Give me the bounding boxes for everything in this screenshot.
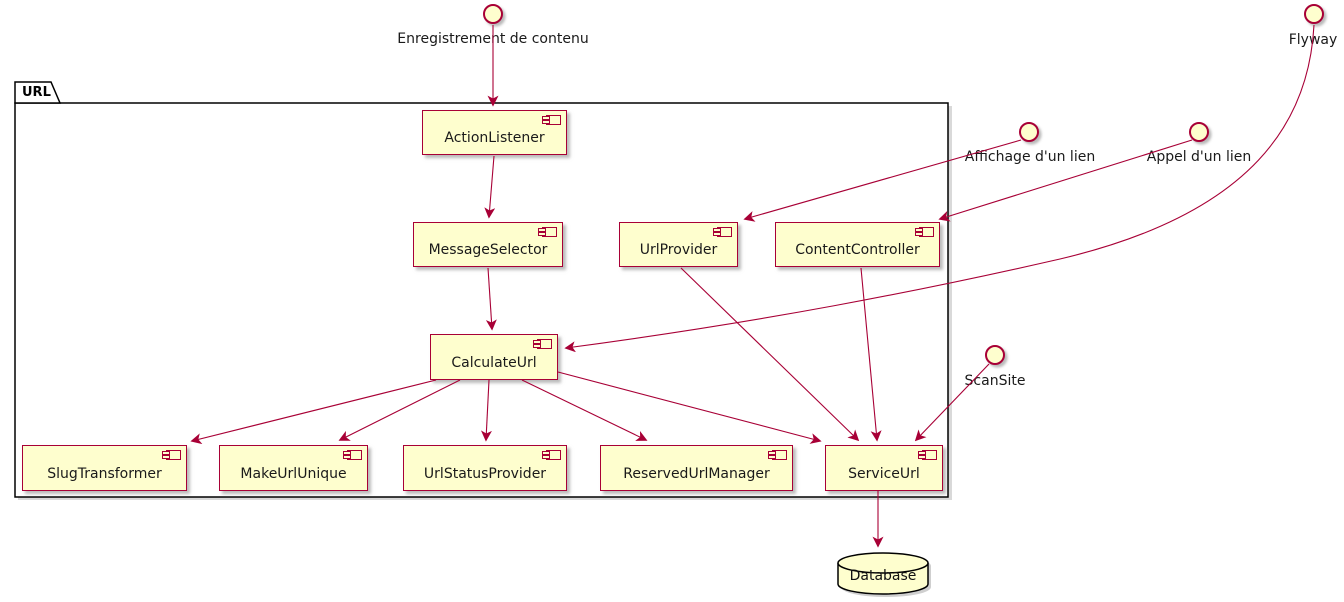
interface-circle-affichage[interactable] <box>1019 122 1039 142</box>
interface-label-enregistrement: Enregistrement de contenu <box>397 31 589 47</box>
component-url-status-provider[interactable]: UrlStatusProvider <box>403 445 567 491</box>
component-icon <box>768 450 787 460</box>
interface-label-appel: Appel d'un lien <box>1146 149 1252 165</box>
interface-circle-scansite[interactable] <box>985 345 1005 365</box>
component-icon <box>915 227 934 237</box>
component-slug-transformer[interactable]: SlugTransformer <box>22 445 187 491</box>
component-label: ReservedUrlManager <box>623 466 770 482</box>
component-label: UrlStatusProvider <box>423 466 547 482</box>
component-make-url-unique[interactable]: MakeUrlUnique <box>219 445 368 491</box>
package-url-frame <box>14 102 949 498</box>
package-shadow <box>18 106 952 500</box>
component-label: SlugTransformer <box>47 466 162 482</box>
component-message-selector[interactable]: MessageSelector <box>413 222 563 267</box>
component-label: ActionListener <box>444 130 545 146</box>
component-icon <box>713 227 732 237</box>
edge-actionlistener-to-messageselector <box>484 155 496 219</box>
package-label: URL <box>22 85 51 100</box>
component-icon <box>162 450 181 460</box>
edge-calculateurl-to-reservedurlmanager <box>521 379 648 441</box>
component-label: UrlProvider <box>639 242 718 258</box>
component-icon <box>542 115 561 125</box>
component-content-controller[interactable]: ContentController <box>775 222 940 267</box>
edge-calculateurl-to-urlstatusprovider <box>480 379 492 442</box>
interface-label-flyway: Flyway <box>1288 32 1338 48</box>
interface-label-scansite: ScanSite <box>964 373 1026 389</box>
edge-contentcontroller-to-serviceurl <box>860 267 882 442</box>
component-label: ContentController <box>795 242 920 258</box>
component-reserved-url-manager[interactable]: ReservedUrlManager <box>600 445 793 491</box>
component-icon <box>918 450 937 460</box>
component-calculate-url[interactable]: CalculateUrl <box>430 334 558 380</box>
component-icon <box>542 450 561 460</box>
component-icon <box>533 339 552 349</box>
edge-calculateurl-to-slugtransformer <box>190 379 437 445</box>
component-service-url[interactable]: ServiceUrl <box>825 445 943 491</box>
edge-messageselector-to-calculateurl <box>485 267 497 331</box>
database-label: Database <box>849 568 917 584</box>
interface-circle-flyway[interactable] <box>1304 4 1324 24</box>
component-action-listener[interactable]: ActionListener <box>422 110 567 155</box>
edge-flyway-to-calculateurl <box>564 24 1315 353</box>
component-icon <box>538 227 557 237</box>
edge-calculateurl-to-makeurlunique <box>338 379 461 441</box>
edge-urlprovider-to-serviceurl <box>680 267 860 442</box>
component-label: CalculateUrl <box>451 355 537 371</box>
component-label: ServiceUrl <box>848 466 920 482</box>
interface-circle-appel[interactable] <box>1189 122 1209 142</box>
component-url-provider[interactable]: UrlProvider <box>619 222 738 267</box>
component-icon <box>343 450 362 460</box>
component-label: MakeUrlUnique <box>240 466 347 482</box>
edge-calculateurl-to-serviceurl <box>557 371 822 444</box>
interface-circle-enregistrement[interactable] <box>483 4 503 24</box>
interface-label-affichage: Affichage d'un lien <box>964 149 1096 165</box>
component-label: MessageSelector <box>428 242 548 258</box>
